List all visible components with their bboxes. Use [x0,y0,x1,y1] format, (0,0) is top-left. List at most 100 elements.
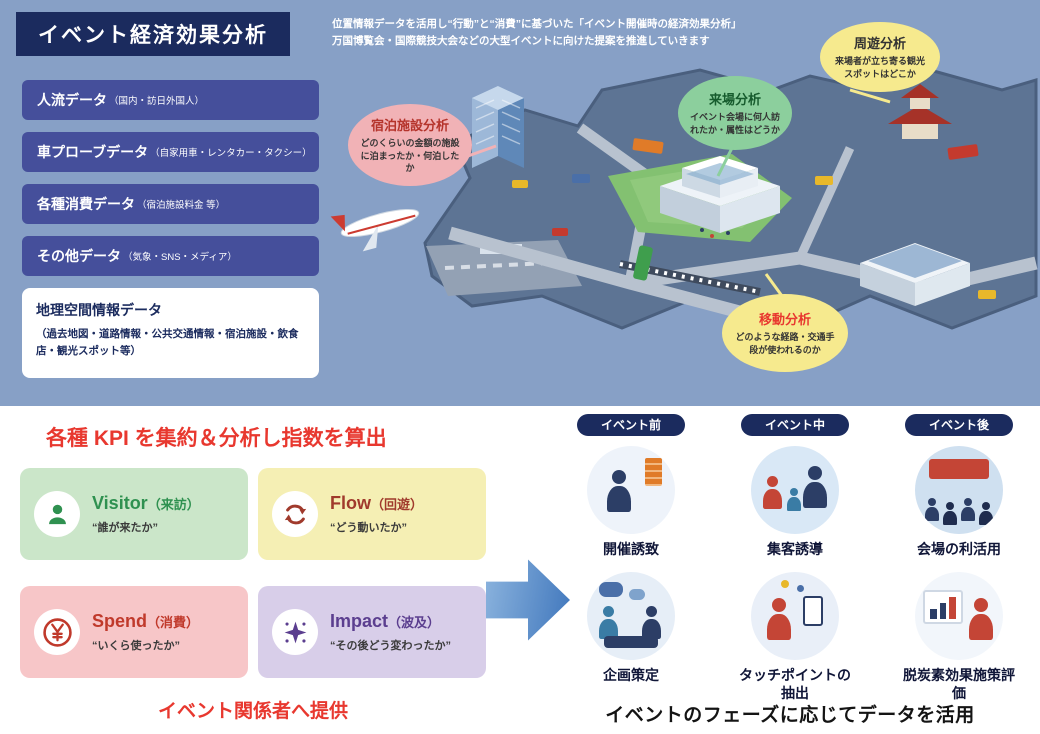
event-venue-icon [608,154,792,242]
illustration-event-attraction [587,446,675,534]
kpi-quote: “誰が来たか” [92,522,158,534]
callout-connectors [467,88,891,297]
kpi-impact: Impact（波及） “その後どう変わったか” [258,586,486,678]
data-source-label: 人流データ [37,92,107,108]
speech-bubble-icon [629,589,645,600]
data-source-car-probe: 車プローブデータ （自家用車・レンタカー・タクシー） [22,132,319,172]
phase-item-label: 集客誘導 [767,541,823,557]
data-source-other: その他データ （気象・SNS・メディア） [22,236,319,276]
phase-column-before: イベント前 開催誘致 企画策定 [556,414,706,702]
data-source-note: （国内・訪日外国人） [109,96,205,107]
vehicles [512,138,996,299]
illustration-touchpoint [751,572,839,660]
stage-screen-icon [929,459,989,479]
phase-item-label: 開催誘致 [603,541,659,557]
callout-title: 周遊分析 [853,36,906,52]
phase-badge-after: イベント後 [905,414,1013,436]
city-illustration [330,68,1038,335]
data-source-label: 各種消費データ [37,196,135,212]
page-title: イベント経済効果分析 [16,12,290,56]
phase-column-during: イベント中 集客誘導 タッチポイントの抽出 [720,414,870,702]
data-source-label: 車プローブデータ [37,144,149,160]
data-source-note: （気象・SNS・メディア） [123,252,237,263]
callout-title: 宿泊施設分析 [370,118,449,134]
geospatial-data-title: 地理空間情報データ [36,302,162,318]
person-figure [943,502,957,525]
kpi-spend: Spend（消費） “いくら使ったか” [20,586,248,678]
airplane-icon [330,208,420,252]
illustration-planning [587,572,675,660]
kpi-name: Visitor [92,493,148,513]
callout-excursion-analysis: 周遊分析 来場者が立ち寄る観光スポットはどこか [820,22,940,92]
person-figure [961,498,975,521]
illustration-venue-utilization [915,446,1003,534]
touchpoint-dot-icon [797,585,804,592]
callout-body: どのような経路・交通手段が使われるのか [735,332,835,355]
kpi-section-title: 各種 KPI を集約＆分析し指数を算出 [46,427,387,450]
phase-section: イベント前 開催誘致 企画策定 イベント中 [556,414,1034,702]
kpi-name: Spend [92,611,148,631]
hotel-building-icon [860,243,970,306]
phase-column-after: イベント後 会場の利活用 脱炭素効果施策評価 [884,414,1034,702]
illustration-visitor-guidance [751,446,839,534]
data-source-note: （自家用車・レンタカー・タクシー） [150,148,312,159]
bottom-section: 各種 KPI を集約＆分析し指数を算出 Visitor（来訪） “誰が来たか” [0,406,1040,734]
geospatial-data-body: （過去地図・道路情報・公共交通情報・宿泊施設・飲食店・観光スポット等） [36,328,299,358]
header-subtitle: 位置情報データを活用し“行動”と“消費”に基づいた「イベント開催時の経済効果分析… [332,16,932,50]
callout-title: 来場分析 [708,92,761,108]
phase-item-label: 企画策定 [603,667,659,683]
phase-item-label: 脱炭素効果施策評価 [903,667,1015,702]
spend-yen-icon [34,609,80,655]
building-icon [645,458,662,486]
kpi-quote: “その後どう変わったか” [330,640,451,652]
person-figure [969,598,993,640]
kpi-flow: Flow（回遊） “どう動いたか” [258,468,486,560]
kpi-name: Flow [330,493,371,513]
phase-item-label: タッチポイントの抽出 [739,667,851,702]
phase-badge-during: イベント中 [741,414,849,436]
kpi-quote: “どう動いたか” [330,522,407,534]
phase-footer: イベントのフェーズに応じてデータを活用 [605,705,975,726]
top-section: イベント経済効果分析 位置情報データを活用し“行動”と“消費”に基づいた「イベン… [0,0,1040,406]
callout-body: 来場者が立ち寄る観光スポットはどこか [834,56,925,79]
person-figure [607,470,631,512]
data-source-note: （宿泊施設料金 等） [137,200,226,211]
callout-movement-analysis: 移動分析 どのような経路・交通手段が使われるのか [722,294,848,372]
data-source-label: その他データ [37,248,121,264]
visitor-icon [34,491,80,537]
person-figure [925,498,939,521]
subtitle-line1: 位置情報データを活用し“行動”と“消費”に基づいた「イベント開催時の経済効果分析… [332,18,742,30]
subtitle-line2: 万国博覧会・国際競技大会などの大型イベントに向けた提案を推進していきます [332,34,710,47]
data-source-people-flow: 人流データ （国内・訪日外国人） [22,80,319,120]
person-figure [767,598,791,640]
kpi-jp-label: （回遊） [371,497,424,512]
table-icon [604,636,658,648]
kpi-visitor: Visitor（来訪） “誰が来たか” [20,468,248,560]
kpi-name: Impact [330,611,389,631]
person-figure [803,466,827,508]
kpi-jp-label: （消費） [147,615,200,630]
person-figure [642,606,661,639]
person-figure [599,606,618,639]
flow-icon [272,491,318,537]
callout-visit-analysis: 来場分析 イベント会場に何人訪れたか・属性はどうか [678,76,792,150]
person-figure [979,502,993,525]
callout-lodging-analysis: 宿泊施設分析 どのくらいの金額の施設に泊まったか・何泊したか [348,104,472,186]
kpi-jp-label: （波及） [388,615,441,630]
callout-title: 移動分析 [758,312,811,328]
impact-icon [272,609,318,655]
whiteboard-chart-icon [923,590,963,624]
geospatial-data-box: 地理空間情報データ （過去地図・道路情報・公共交通情報・宿泊施設・飲食店・観光ス… [22,288,319,378]
illustration-decarbonization [915,572,1003,660]
touchpoint-dot-icon [781,580,789,588]
kpi-jp-label: （来訪） [147,497,200,512]
phone-icon [803,596,823,626]
kpi-footer: イベント関係者へ提供 [157,701,348,722]
kpi-quote: “いくら使ったか” [92,640,180,652]
office-tower-icon [472,86,524,168]
callout-body: イベント会場に何人訪れたか・属性はどうか [690,112,781,135]
data-source-consumption: 各種消費データ （宿泊施設料金 等） [22,184,319,224]
person-figure [787,488,801,511]
temple-icon [888,84,952,139]
